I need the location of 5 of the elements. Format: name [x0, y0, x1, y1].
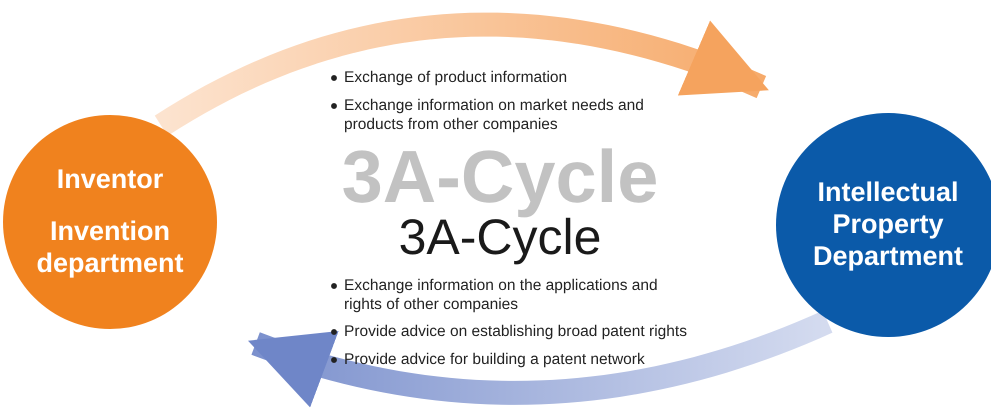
circle-label: Intellectual Property Department — [812, 177, 964, 273]
curved-arrow — [154, 12, 769, 136]
circle-label: Invention department — [35, 216, 185, 280]
curved-arrow — [248, 310, 832, 408]
circle-label: Inventor — [56, 164, 164, 196]
